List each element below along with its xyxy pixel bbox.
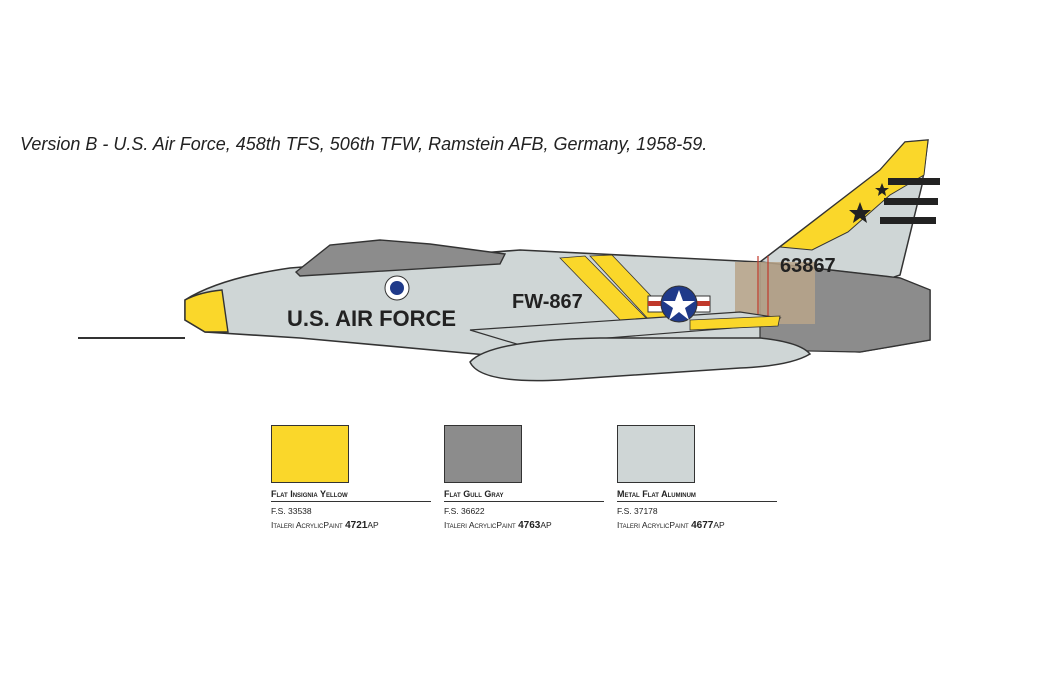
fuselage-lettering: U.S. AIR FORCE bbox=[287, 306, 456, 331]
paint-ref: Italeri AcrylicPaint 4677AP bbox=[617, 520, 725, 531]
buzz-number: FW-867 bbox=[512, 291, 583, 313]
color-swatch-aluminum: Metal Flat Aluminum F.S. 37178 Italeri A… bbox=[617, 425, 777, 531]
divider bbox=[444, 501, 604, 502]
version-caption: Version B - U.S. Air Force, 458th TFS, 5… bbox=[20, 134, 708, 154]
fs-code: F.S. 37178 bbox=[617, 506, 658, 516]
fs-code: F.S. 33538 bbox=[271, 506, 312, 516]
divider bbox=[271, 501, 431, 502]
swatch-name: Flat Insignia Yellow bbox=[271, 489, 348, 499]
color-swatch-gray: Flat Gull Gray F.S. 36622 Italeri Acryli… bbox=[444, 425, 604, 531]
divider bbox=[617, 501, 777, 502]
swatch-gray-chip bbox=[444, 425, 522, 483]
swatch-name: Flat Gull Gray bbox=[444, 489, 504, 499]
paint-ref: Italeri AcrylicPaint 4763AP bbox=[444, 520, 552, 531]
swatch-yellow-chip bbox=[271, 425, 349, 483]
fs-code: F.S. 36622 bbox=[444, 506, 485, 516]
tail-number: 63867 bbox=[780, 255, 836, 277]
swatch-name: Metal Flat Aluminum bbox=[617, 489, 696, 499]
swatch-aluminum-chip bbox=[617, 425, 695, 483]
color-swatch-yellow: Flat Insignia Yellow F.S. 33538 Italeri … bbox=[271, 425, 431, 531]
paint-ref: Italeri AcrylicPaint 4721AP bbox=[271, 520, 379, 531]
